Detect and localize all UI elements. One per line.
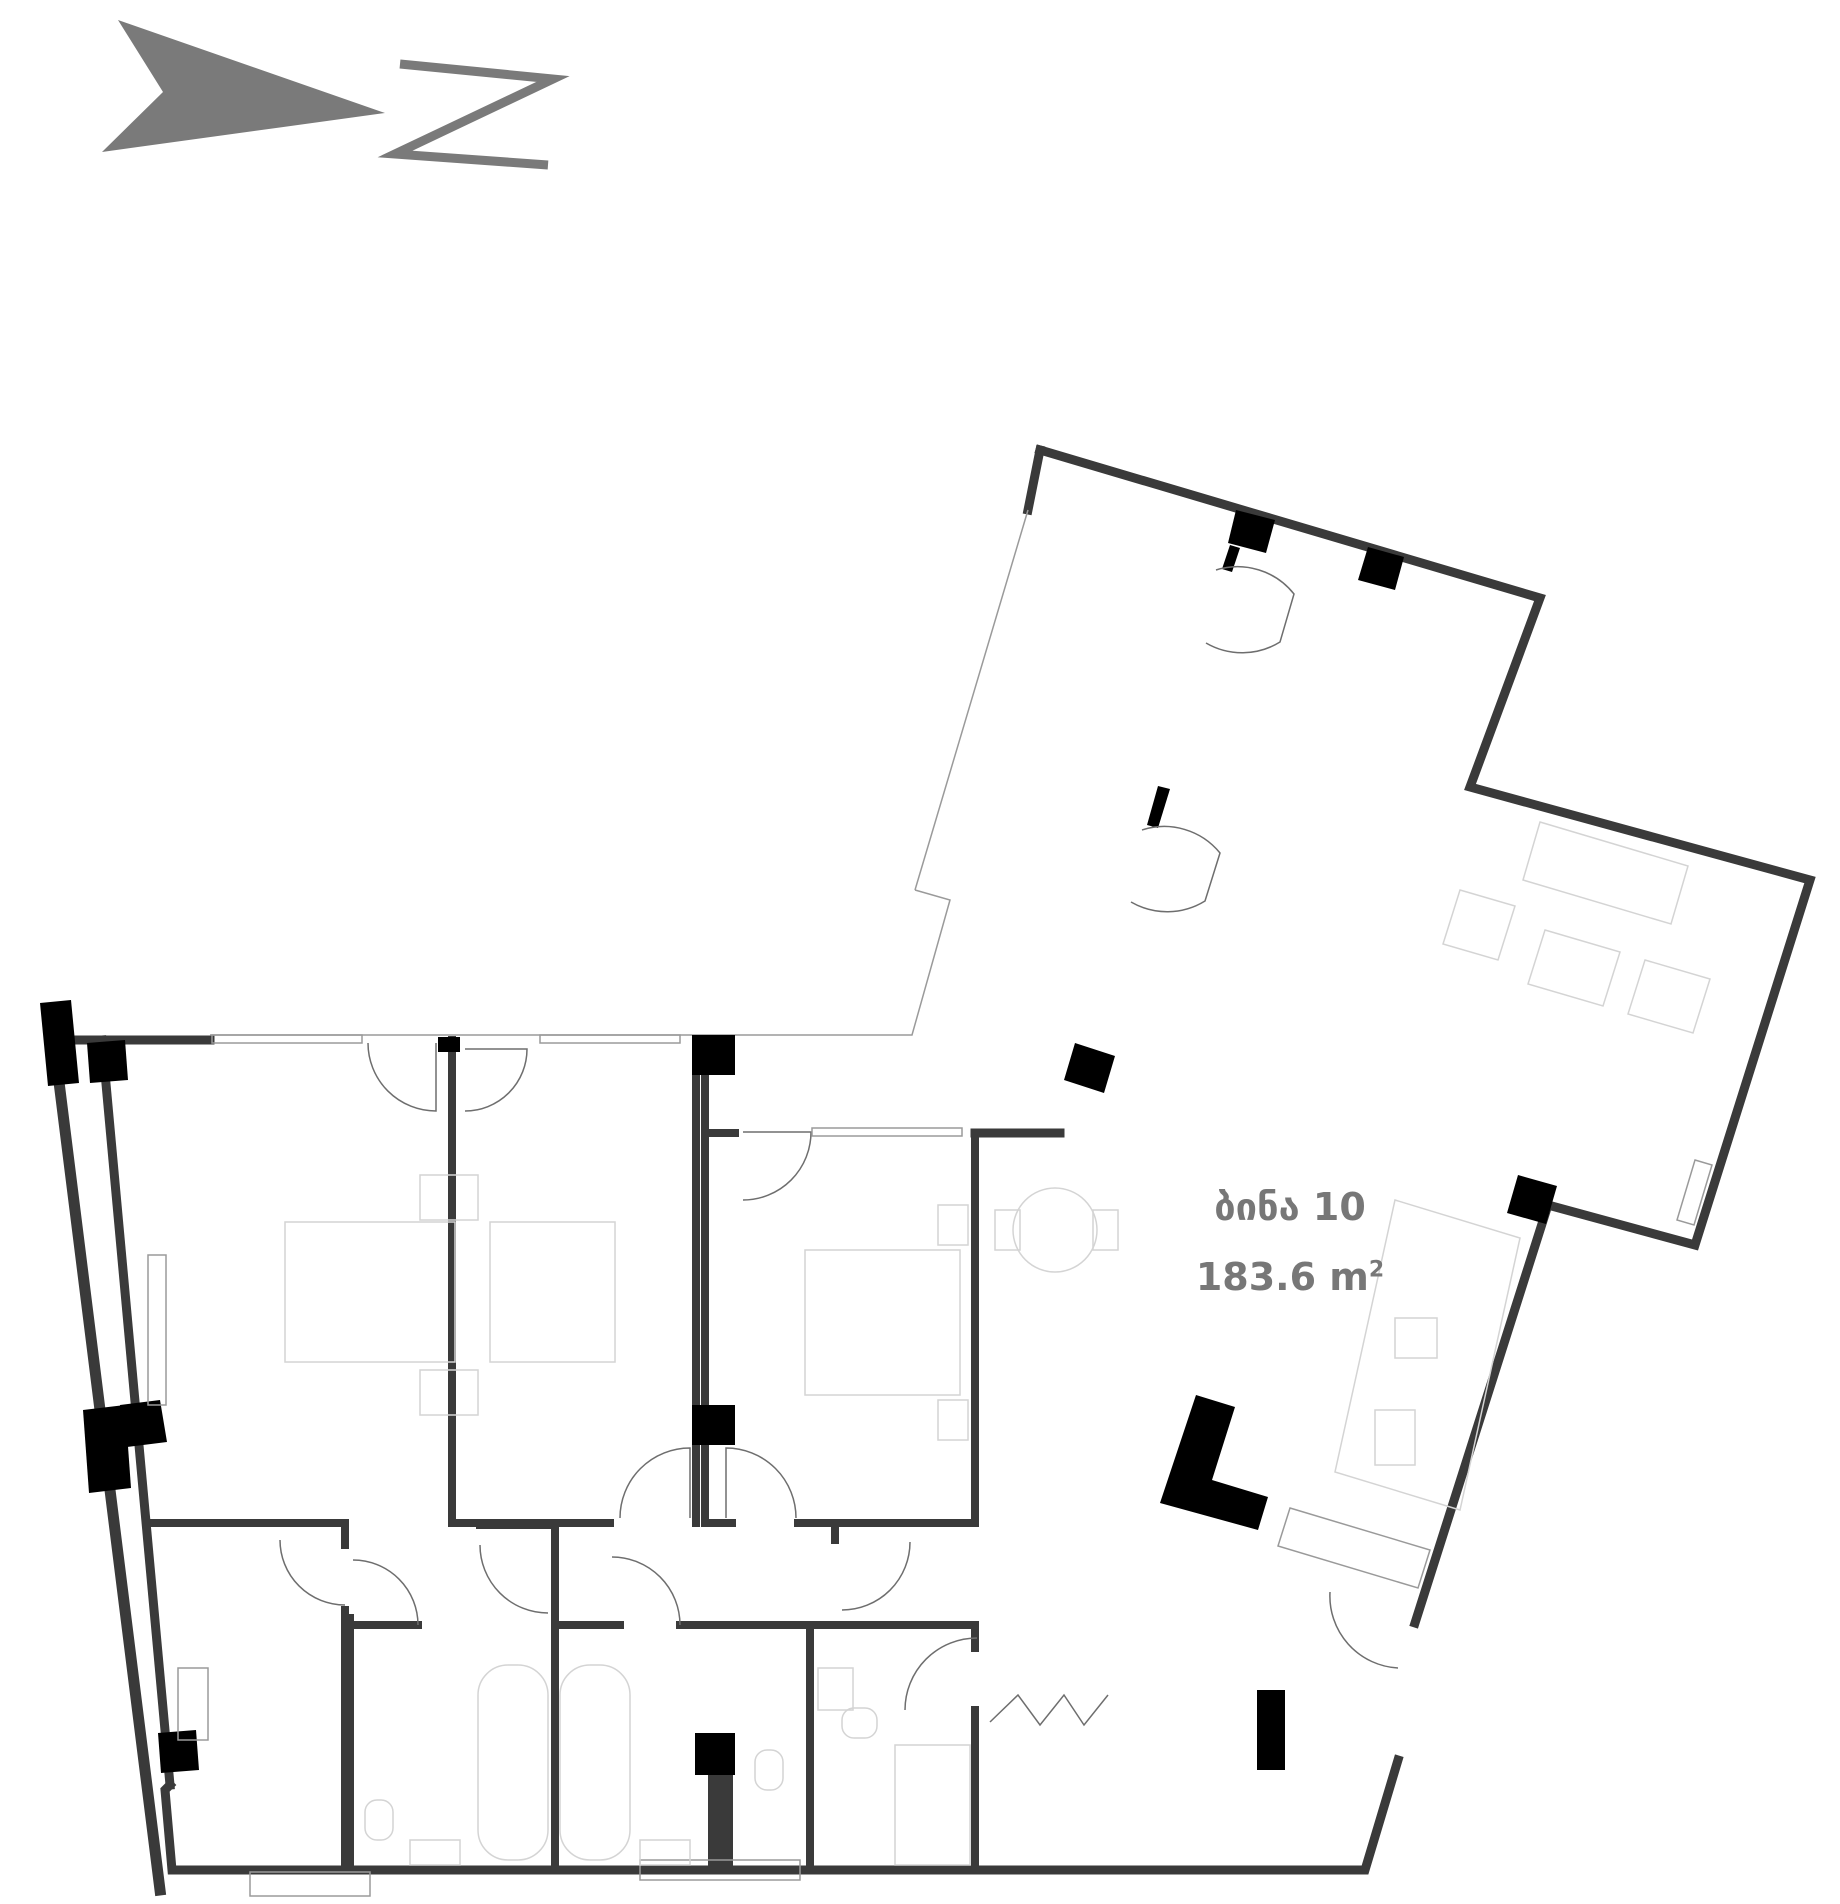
bed-2 bbox=[489, 1221, 616, 1363]
compass bbox=[102, 20, 570, 170]
dining-table bbox=[1012, 1187, 1098, 1273]
north-letter-icon bbox=[377, 59, 570, 170]
exterior-walls bbox=[43, 444, 1816, 1897]
bathtub-1 bbox=[477, 1664, 549, 1861]
area-unit-superscript: 2 bbox=[1368, 1257, 1385, 1283]
north-arrow-icon bbox=[102, 20, 385, 152]
furniture bbox=[284, 821, 1711, 1866]
apartment-area: 183.6 m2 bbox=[1160, 1255, 1420, 1299]
bed-1 bbox=[284, 1221, 456, 1363]
pillars bbox=[40, 510, 1557, 1870]
doors bbox=[279, 565, 1399, 1727]
apartment-name: ბინა 10 bbox=[1214, 1185, 1366, 1229]
bathtub-2 bbox=[559, 1664, 631, 1861]
area-value: 183.6 m bbox=[1195, 1255, 1369, 1299]
bed-3 bbox=[804, 1249, 961, 1396]
sofa bbox=[1522, 821, 1689, 925]
windows bbox=[147, 1034, 1713, 1897]
interior-walls bbox=[146, 1036, 979, 1874]
